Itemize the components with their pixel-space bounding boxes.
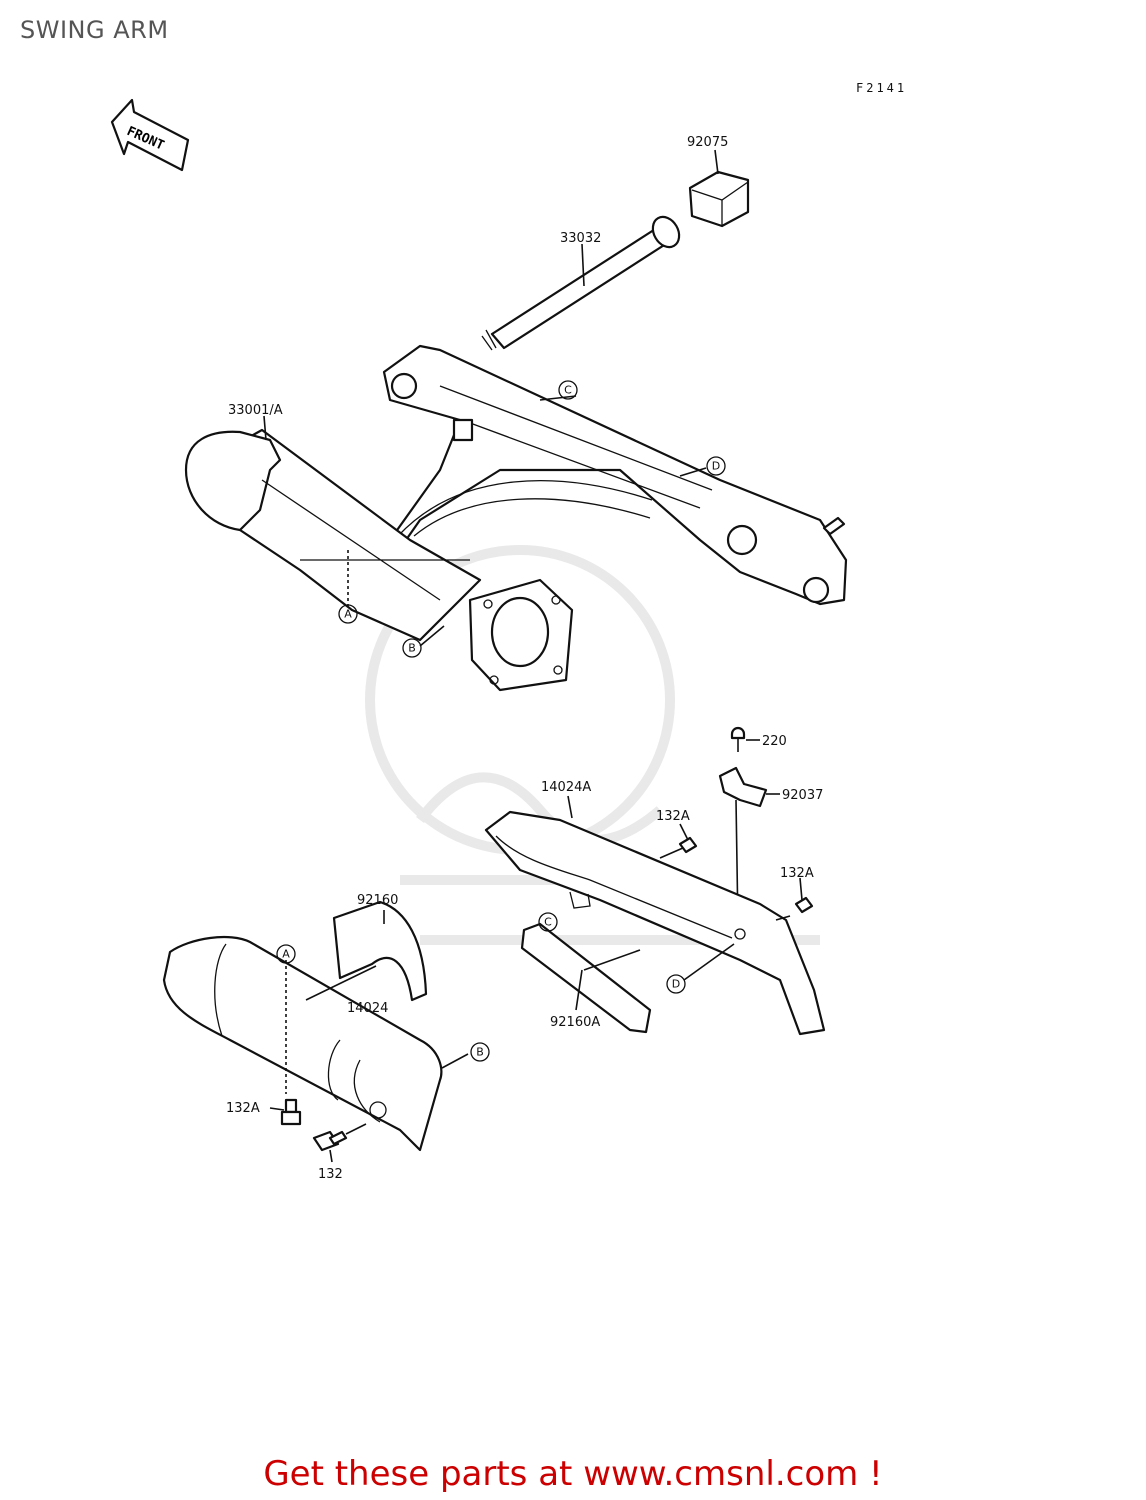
- callout-132A-top: 132A: [656, 809, 690, 824]
- promo-link[interactable]: www.cmsnl.com: [583, 1454, 859, 1494]
- callout-14024A: 14024A: [541, 780, 591, 795]
- page-title: SWING ARM: [20, 16, 169, 44]
- ref-b-upper-label: B: [408, 642, 416, 655]
- part-92075-cap: [688, 149, 750, 228]
- ref-b-lower-label: B: [476, 1046, 484, 1059]
- ref-d-lower: D: [666, 943, 735, 994]
- callout-132A-bottom: 132A: [226, 1101, 260, 1116]
- ref-c-upper: C: [558, 380, 578, 400]
- promo-banner: Get these parts at www.cmsnl.com !: [0, 1454, 1146, 1494]
- ref-d-lower-label: D: [672, 978, 680, 991]
- front-arrow-icon: FRONT: [110, 98, 190, 172]
- part-92160A-pad: [520, 922, 652, 1034]
- ref-a-lower: A: [276, 944, 296, 964]
- ref-d-upper-label: D: [712, 460, 720, 473]
- callout-92160A: 92160A: [550, 1015, 600, 1030]
- callout-92037: 92037: [782, 788, 823, 803]
- ref-b-upper: B: [402, 638, 422, 658]
- ref-a-lower-label: A: [282, 948, 290, 961]
- ref-c-upper-label: C: [564, 384, 572, 397]
- part-132A-bolt-right: [775, 877, 814, 921]
- part-92160-pad: [332, 900, 428, 1002]
- callout-92075: 92075: [687, 135, 728, 150]
- callout-132: 132: [318, 1167, 343, 1182]
- part-220-screw: [730, 726, 760, 752]
- part-132A-bolt-top: [678, 823, 698, 854]
- ref-b-lower: B: [470, 1042, 490, 1062]
- ref-a-upper: A: [338, 604, 358, 624]
- promo-prefix: Get these parts at: [263, 1454, 584, 1494]
- callout-33001A: 33001/A: [228, 403, 283, 418]
- ref-c-lower-label: C: [544, 916, 552, 929]
- ref-d-upper: D: [706, 456, 726, 476]
- callout-132A-right: 132A: [780, 866, 814, 881]
- callout-33032: 33032: [560, 231, 601, 246]
- part-14024-tube-cover: [162, 936, 469, 1152]
- callout-14024: 14024: [347, 1001, 388, 1016]
- part-33001-swing-arm: [184, 344, 848, 692]
- part-132-bolt: [312, 1123, 367, 1163]
- part-132A-bolt-bottom: [269, 1098, 302, 1126]
- diagram-code: F2141: [856, 81, 907, 95]
- part-14024A-chain-cover: [484, 795, 826, 1036]
- ref-a-upper-label: A: [344, 608, 352, 621]
- callout-220: 220: [762, 734, 787, 749]
- ref-c-lower: C: [538, 912, 558, 932]
- callout-92160: 92160: [357, 893, 398, 908]
- promo-suffix: !: [858, 1454, 883, 1494]
- part-33032-shaft: [481, 215, 681, 351]
